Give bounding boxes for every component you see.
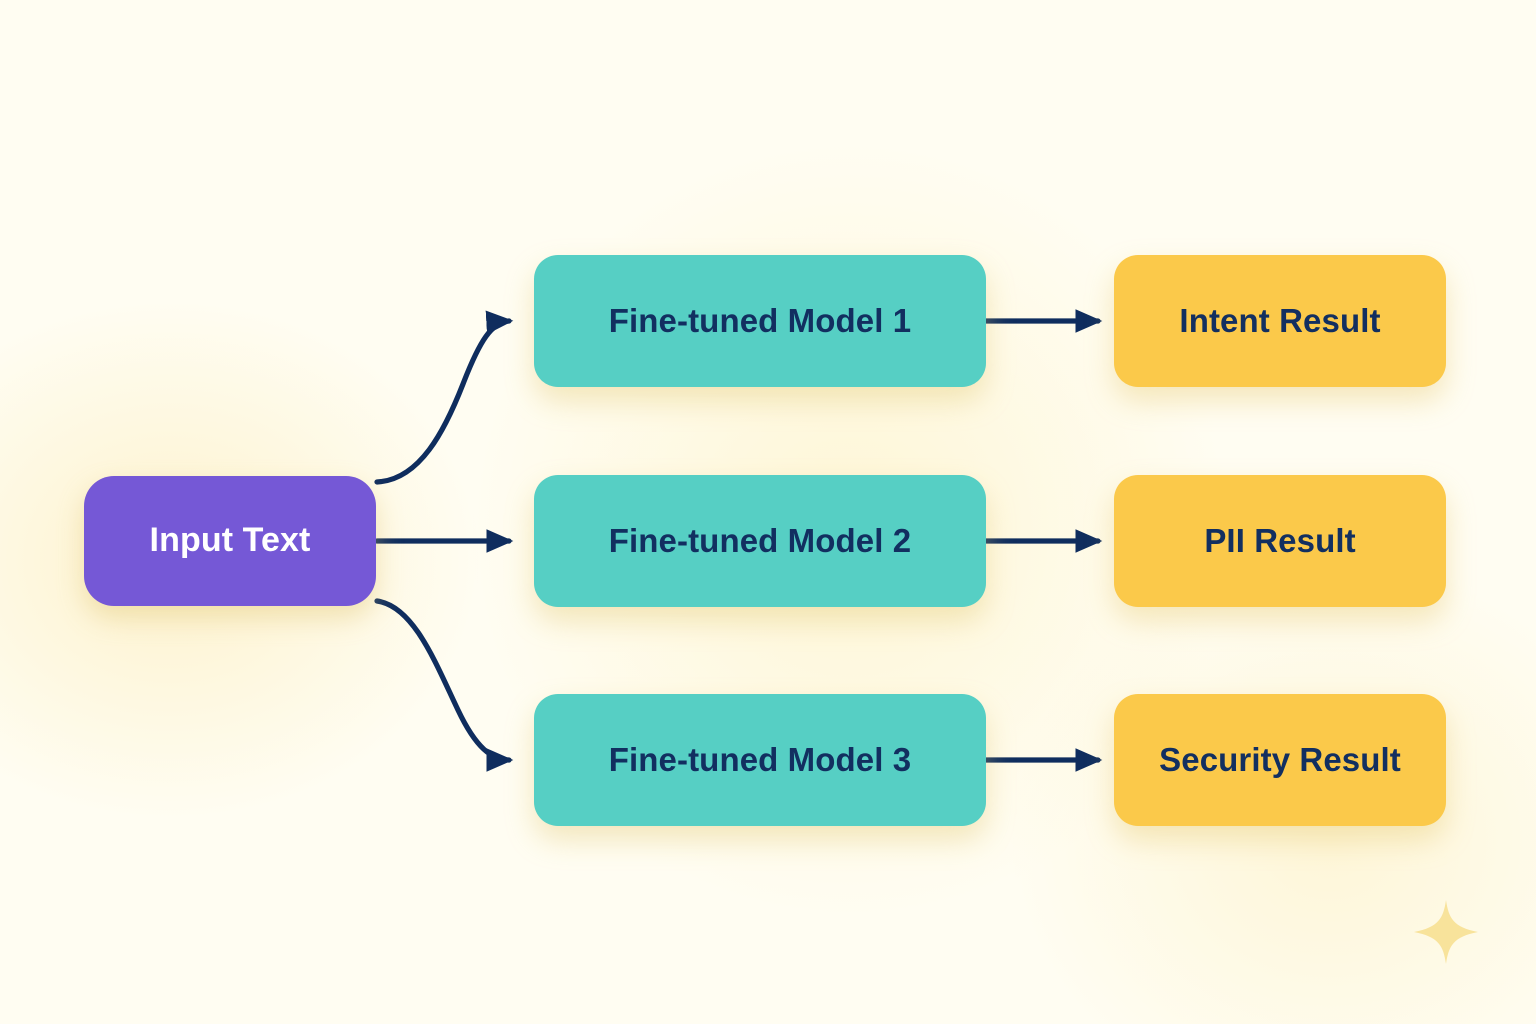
sparkle-icon (1414, 900, 1478, 964)
connector-input-to-model-1 (374, 310, 514, 485)
node-security-result-label: Security Result (1159, 740, 1401, 778)
node-pii-result[interactable]: PII Result (1114, 475, 1446, 607)
node-fine-tuned-model-1[interactable]: Fine-tuned Model 1 (534, 255, 986, 387)
node-intent-result-label: Intent Result (1179, 301, 1381, 339)
node-intent-result[interactable]: Intent Result (1114, 255, 1446, 387)
node-fine-tuned-model-2[interactable]: Fine-tuned Model 2 (534, 475, 986, 607)
node-pii-result-label: PII Result (1204, 521, 1356, 559)
connector-input-to-model-3 (374, 598, 514, 772)
node-input-text[interactable]: Input Text (84, 476, 376, 606)
node-fine-tuned-model-3[interactable]: Fine-tuned Model 3 (534, 694, 986, 826)
node-input-text-label: Input Text (149, 521, 311, 560)
node-fine-tuned-model-1-label: Fine-tuned Model 1 (608, 301, 912, 339)
node-security-result[interactable]: Security Result (1114, 694, 1446, 826)
node-fine-tuned-model-2-label: Fine-tuned Model 2 (608, 521, 912, 559)
node-fine-tuned-model-3-label: Fine-tuned Model 3 (608, 740, 912, 778)
